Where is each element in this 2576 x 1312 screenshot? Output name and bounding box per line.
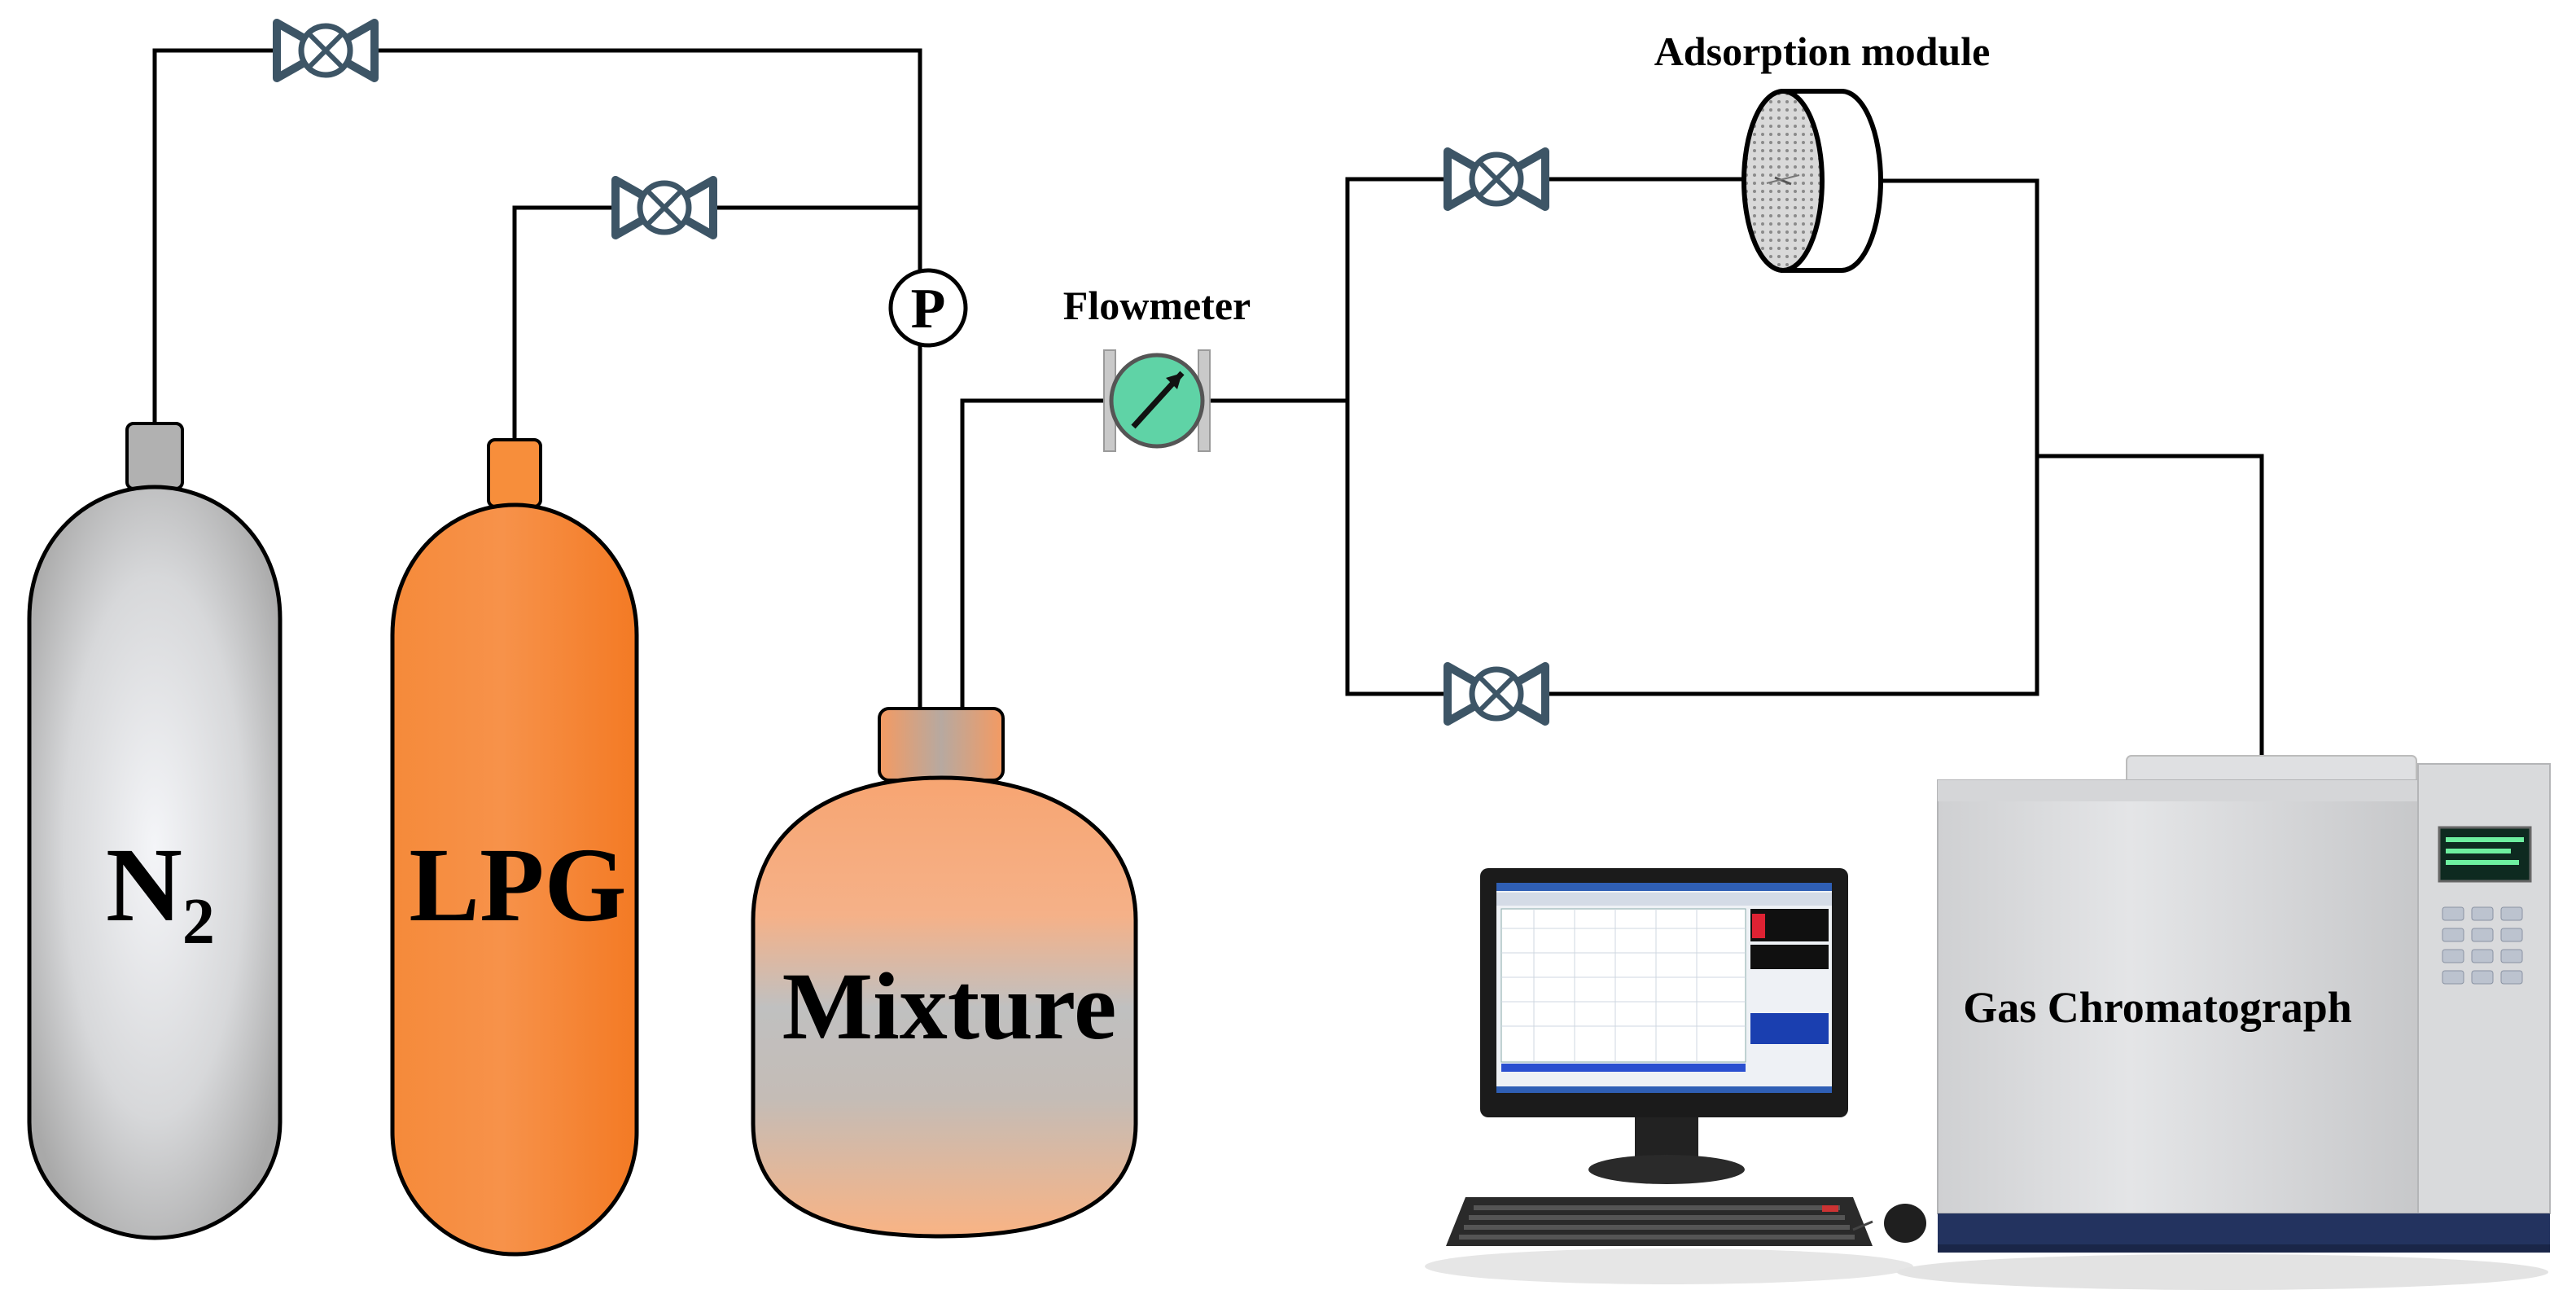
adsorption-module: Adsorption module	[1654, 29, 1991, 273]
lpg-line	[512, 205, 922, 442]
gc-inlet-line	[2035, 454, 2264, 760]
gc-display	[2438, 826, 2532, 883]
n2-label-subscript: 2	[182, 886, 215, 958]
n2-line	[152, 48, 922, 711]
lpg-label: LPG	[409, 827, 626, 944]
gas-chromatograph: Gas Chromatograph	[1897, 755, 2551, 1290]
n2-cylinder: N2	[27, 422, 283, 1240]
pressure-gauge: P	[888, 268, 968, 348]
flowmeter-label: Flowmeter	[1063, 283, 1251, 328]
n2-valve[interactable]	[273, 19, 379, 82]
adsorption-outlet-line	[1868, 178, 2039, 696]
gc-keypad	[2442, 906, 2523, 985]
pressure-gauge-label: P	[911, 278, 946, 340]
adsorption-branch-valve[interactable]	[1444, 147, 1549, 211]
mixture-label: Mixture	[782, 953, 1117, 1060]
lpg-cylinder: LPG	[390, 438, 639, 1257]
n2-label-main: N	[106, 827, 182, 944]
lpg-valve[interactable]	[611, 176, 717, 239]
bypass-valve[interactable]	[1444, 662, 1549, 726]
computer	[1425, 868, 1926, 1284]
adsorption-module-label: Adsorption module	[1654, 29, 1991, 74]
gc-label: Gas Chromatograph	[1963, 983, 2352, 1032]
n2-label: N2	[106, 827, 215, 958]
mouse	[1884, 1204, 1926, 1243]
mixture-tank: Mixture	[751, 707, 1138, 1239]
mixture-outlet-line	[960, 398, 1111, 711]
piping	[152, 48, 2264, 760]
flowmeter: Flowmeter	[1063, 283, 1251, 452]
